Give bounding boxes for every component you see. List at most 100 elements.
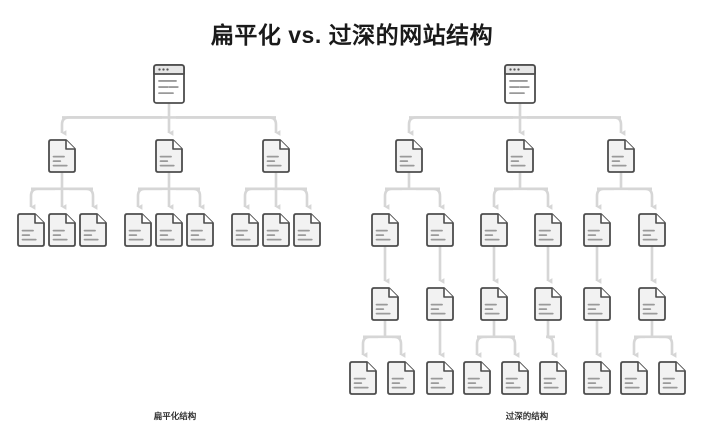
browser-node-dot-3 — [166, 68, 169, 71]
connector-branch — [136, 187, 162, 210]
connector-branch — [416, 187, 445, 210]
page-node[interactable] — [506, 139, 534, 173]
page-node[interactable] — [293, 213, 321, 247]
connector-branch — [595, 187, 614, 210]
connector-branch — [545, 335, 558, 358]
page-node-corner-fold — [65, 214, 75, 224]
connector-branch — [69, 187, 98, 210]
page-node-corner-fold — [443, 362, 453, 372]
page-node-corner-fold — [65, 140, 75, 150]
page-node[interactable] — [480, 287, 508, 321]
page-node[interactable] — [638, 287, 666, 321]
page-node-corner-fold — [443, 214, 453, 224]
connector-branch — [243, 187, 269, 210]
page-node[interactable] — [463, 361, 491, 395]
page-node-corner-fold — [551, 214, 561, 224]
page-node-corner-fold — [600, 214, 610, 224]
page-node-corner-fold — [443, 288, 453, 298]
page-node[interactable] — [658, 361, 686, 395]
page-node-corner-fold — [412, 140, 422, 150]
page-node-corner-fold — [96, 214, 106, 224]
root-browser-node[interactable] — [504, 64, 536, 104]
page-node[interactable] — [349, 361, 377, 395]
browser-node-dot-1 — [509, 68, 512, 71]
page-node[interactable] — [480, 213, 508, 247]
page-node[interactable] — [186, 213, 214, 247]
connector-branch — [60, 116, 162, 136]
page-node[interactable] — [371, 287, 399, 321]
page-node[interactable] — [638, 213, 666, 247]
root-browser-node[interactable] — [153, 64, 185, 104]
page-node-corner-fold — [655, 288, 665, 298]
page-node-corner-fold — [497, 288, 507, 298]
page-node[interactable] — [17, 213, 45, 247]
page-node-corner-fold — [404, 362, 414, 372]
caption-deep-structure: 过深的结构 — [505, 411, 549, 421]
page-node[interactable] — [231, 213, 259, 247]
page-node[interactable] — [501, 361, 529, 395]
page-node-corner-fold — [141, 214, 151, 224]
connector-branch — [527, 187, 553, 210]
connector-branch — [632, 335, 645, 358]
page-node-corner-fold — [279, 140, 289, 150]
page-node-corner-fold — [310, 214, 320, 224]
page-node[interactable] — [124, 213, 152, 247]
page-node-corner-fold — [523, 140, 533, 150]
page-node-corner-fold — [172, 214, 182, 224]
page-node-corner-fold — [600, 362, 610, 372]
page-node-corner-fold — [34, 214, 44, 224]
page-node[interactable] — [79, 213, 107, 247]
connector-branch — [283, 187, 312, 210]
page-node[interactable] — [426, 213, 454, 247]
page-node-corner-fold — [480, 362, 490, 372]
page-node[interactable] — [155, 213, 183, 247]
page-title: 扁平化 vs. 过深的网站结构 — [210, 22, 494, 48]
page-node[interactable] — [534, 213, 562, 247]
page-node[interactable] — [426, 287, 454, 321]
page-node[interactable] — [534, 287, 562, 321]
connector-branch — [659, 335, 677, 358]
diagram-deep-structure — [349, 64, 686, 395]
page-node[interactable] — [620, 361, 648, 395]
connector-branch — [176, 116, 281, 136]
nodes-layer — [17, 64, 686, 395]
browser-node-dot-2 — [162, 68, 165, 71]
page-node[interactable] — [371, 213, 399, 247]
page-node-corner-fold — [624, 140, 634, 150]
page-node[interactable] — [48, 139, 76, 173]
connector-branch — [176, 187, 205, 210]
page-node[interactable] — [155, 139, 183, 173]
caption-flat-structure: 扁平化结构 — [153, 411, 197, 421]
page-node-corner-fold — [556, 362, 566, 372]
page-node-corner-fold — [172, 140, 182, 150]
page-node[interactable] — [262, 139, 290, 173]
page-node-corner-fold — [551, 288, 561, 298]
connector-branch — [407, 116, 513, 136]
page-node[interactable] — [48, 213, 76, 247]
page-node[interactable] — [395, 139, 423, 173]
page-node[interactable] — [426, 361, 454, 395]
connectors-layer — [29, 103, 677, 358]
page-node[interactable] — [607, 139, 635, 173]
connector-branch — [501, 335, 520, 358]
page-node[interactable] — [262, 213, 290, 247]
page-node-corner-fold — [203, 214, 213, 224]
connector-branch — [29, 187, 55, 210]
connector-branch — [361, 335, 378, 358]
page-node-corner-fold — [388, 288, 398, 298]
page-node-corner-fold — [366, 362, 376, 372]
connector-branch — [527, 116, 626, 136]
page-node[interactable] — [583, 287, 611, 321]
page-node-corner-fold — [675, 362, 685, 372]
page-node-corner-fold — [248, 214, 258, 224]
page-node[interactable] — [387, 361, 415, 395]
page-node[interactable] — [583, 213, 611, 247]
page-node[interactable] — [583, 361, 611, 395]
page-node-corner-fold — [518, 362, 528, 372]
page-node-corner-fold — [637, 362, 647, 372]
page-node-corner-fold — [497, 214, 507, 224]
page-node[interactable] — [539, 361, 567, 395]
connector-branch — [475, 335, 487, 358]
browser-node-dot-1 — [158, 68, 161, 71]
